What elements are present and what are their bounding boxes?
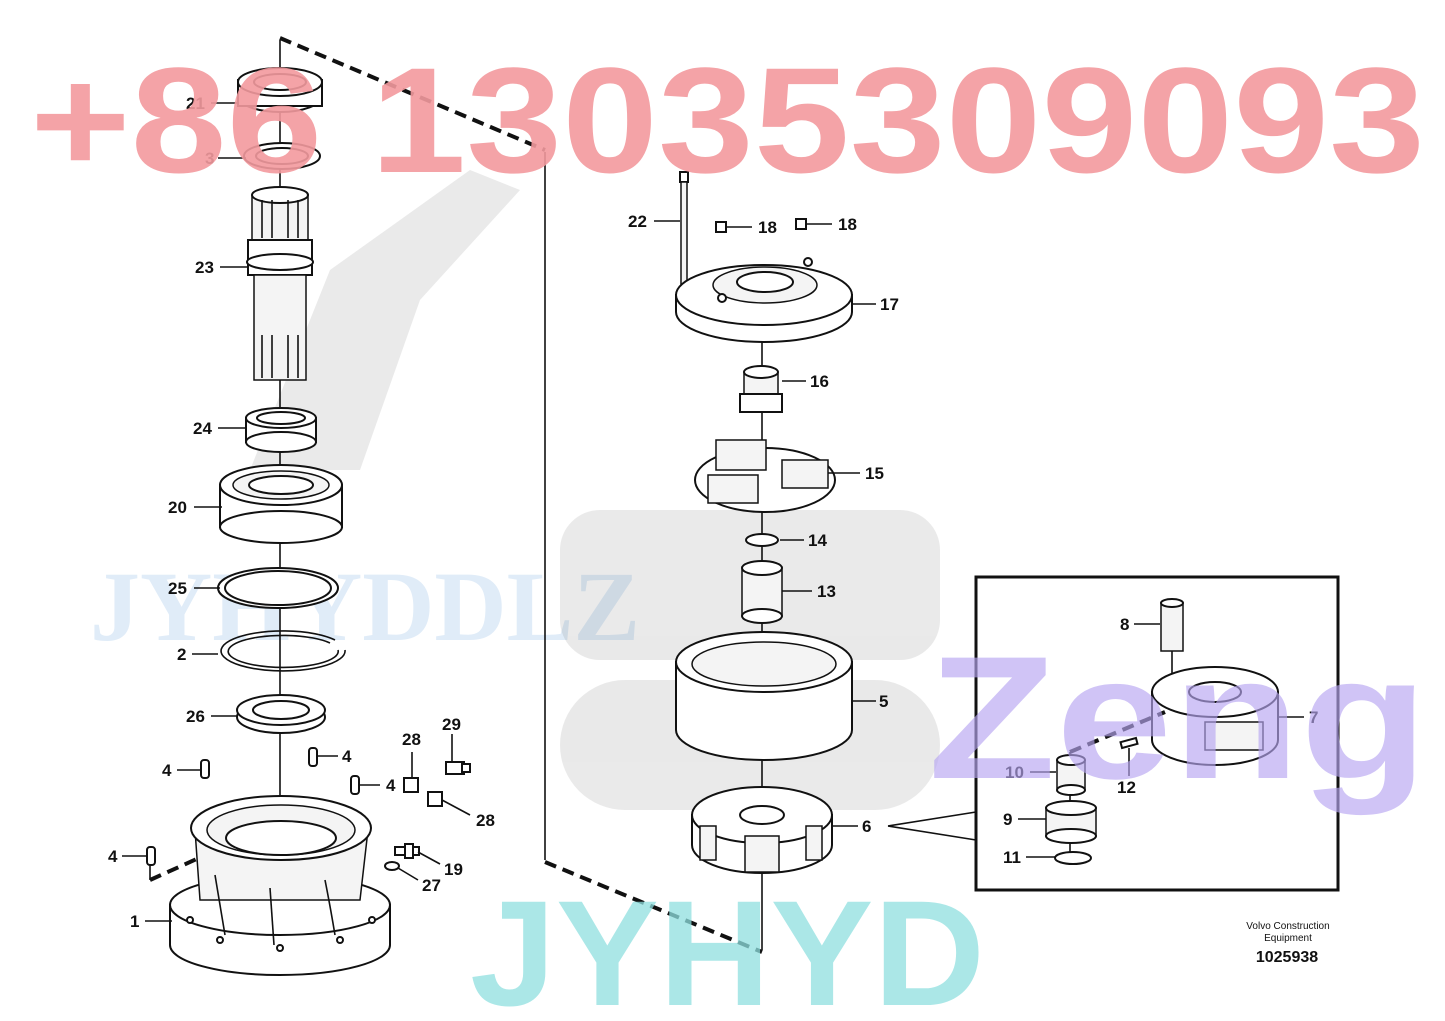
part-25-ring bbox=[217, 567, 339, 609]
part-16-gear bbox=[739, 365, 783, 413]
callout-11: 11 bbox=[1003, 848, 1021, 867]
part-14-washer bbox=[745, 533, 779, 547]
phone-watermark: +86 13035309093 bbox=[30, 36, 1425, 204]
part-18-bolt-a bbox=[715, 221, 727, 233]
callout-3: 3 bbox=[205, 149, 214, 168]
callout-18-b: 18 bbox=[838, 215, 857, 234]
callout-4-c: 4 bbox=[386, 776, 396, 795]
callout-26: 26 bbox=[186, 707, 205, 726]
zeng-watermark: Zeng bbox=[928, 621, 1428, 816]
callout-8: 8 bbox=[1120, 615, 1129, 634]
callout-2: 2 bbox=[177, 645, 186, 664]
part-26-seal bbox=[236, 694, 326, 734]
part-28-fitting-b bbox=[427, 791, 443, 807]
callout-4-b: 4 bbox=[342, 747, 352, 766]
part-29-plug bbox=[445, 761, 471, 775]
callout-5: 5 bbox=[879, 692, 888, 711]
callout-28-a: 28 bbox=[402, 730, 421, 749]
part-4-pin-a bbox=[200, 759, 210, 779]
callout-14: 14 bbox=[808, 531, 827, 550]
callout-21: 21 bbox=[186, 94, 205, 113]
detail-inset bbox=[887, 575, 1340, 892]
part-24-ring bbox=[245, 407, 317, 453]
left-assembly bbox=[146, 40, 471, 976]
callout-28-b: 28 bbox=[476, 811, 495, 830]
part-5-ring-gear bbox=[675, 631, 853, 761]
callout-labels: 21 3 23 24 20 25 2 26 4 4 4 4 28 29 28 1… bbox=[108, 94, 1318, 931]
part-28-fitting-a bbox=[403, 777, 419, 793]
part-3-seal bbox=[243, 142, 321, 170]
part-4-pin-d bbox=[146, 846, 156, 866]
callout-9: 9 bbox=[1003, 810, 1012, 829]
callout-1: 1 bbox=[130, 912, 139, 931]
part-8-pin bbox=[1160, 598, 1184, 652]
callout-16: 16 bbox=[810, 372, 829, 391]
faint-watermark: JYHYDDLZ bbox=[90, 551, 640, 662]
document-number: 1025938 bbox=[1256, 949, 1318, 966]
part-23-shaft bbox=[246, 186, 314, 381]
leader-lines bbox=[122, 102, 1304, 922]
callout-18-a: 18 bbox=[758, 218, 777, 237]
callout-10: 10 bbox=[1005, 763, 1024, 782]
part-13-sun-gear bbox=[741, 560, 783, 624]
part-17-carrier-plate bbox=[675, 257, 853, 343]
part-12-pin bbox=[1119, 736, 1139, 750]
part-11-washer bbox=[1054, 851, 1092, 865]
part-15-planet-carrier bbox=[694, 439, 836, 513]
part-6-carrier bbox=[691, 786, 833, 874]
right-assembly bbox=[675, 171, 853, 874]
part-7-carrier bbox=[1151, 666, 1279, 766]
callout-15: 15 bbox=[865, 464, 884, 483]
part-9-planet-gear bbox=[1045, 800, 1097, 844]
callout-25: 25 bbox=[168, 579, 187, 598]
callout-6: 6 bbox=[862, 817, 871, 836]
callout-17: 17 bbox=[880, 295, 899, 314]
part-20-bearing bbox=[219, 464, 343, 544]
part-10-bushing bbox=[1056, 754, 1086, 796]
part-18-bolt-b bbox=[795, 218, 807, 230]
part-1-housing bbox=[169, 795, 391, 976]
callout-20: 20 bbox=[168, 498, 187, 517]
part-21-bearing bbox=[237, 67, 323, 113]
part-27-washer bbox=[384, 861, 400, 871]
dashed-connector bbox=[149, 36, 763, 954]
callout-23: 23 bbox=[195, 258, 214, 277]
part-19-bolt bbox=[394, 843, 420, 859]
brand-watermark: JYHYD bbox=[470, 869, 985, 1021]
callout-19: 19 bbox=[444, 860, 463, 879]
callout-4-d: 4 bbox=[108, 847, 118, 866]
credit-line-2: Equipment bbox=[1264, 933, 1312, 944]
callout-27: 27 bbox=[422, 876, 441, 895]
callout-4-a: 4 bbox=[162, 761, 172, 780]
callout-29: 29 bbox=[442, 715, 461, 734]
part-4-pin-c bbox=[350, 775, 360, 795]
callout-13: 13 bbox=[817, 582, 836, 601]
callout-24: 24 bbox=[193, 419, 212, 438]
callout-7: 7 bbox=[1309, 708, 1318, 727]
callout-12: 12 bbox=[1117, 778, 1136, 797]
callout-22: 22 bbox=[628, 212, 647, 231]
credit-line-1: Volvo Construction bbox=[1246, 921, 1329, 932]
part-4-pin-b bbox=[308, 747, 318, 767]
part-2-snap-ring bbox=[220, 630, 346, 672]
